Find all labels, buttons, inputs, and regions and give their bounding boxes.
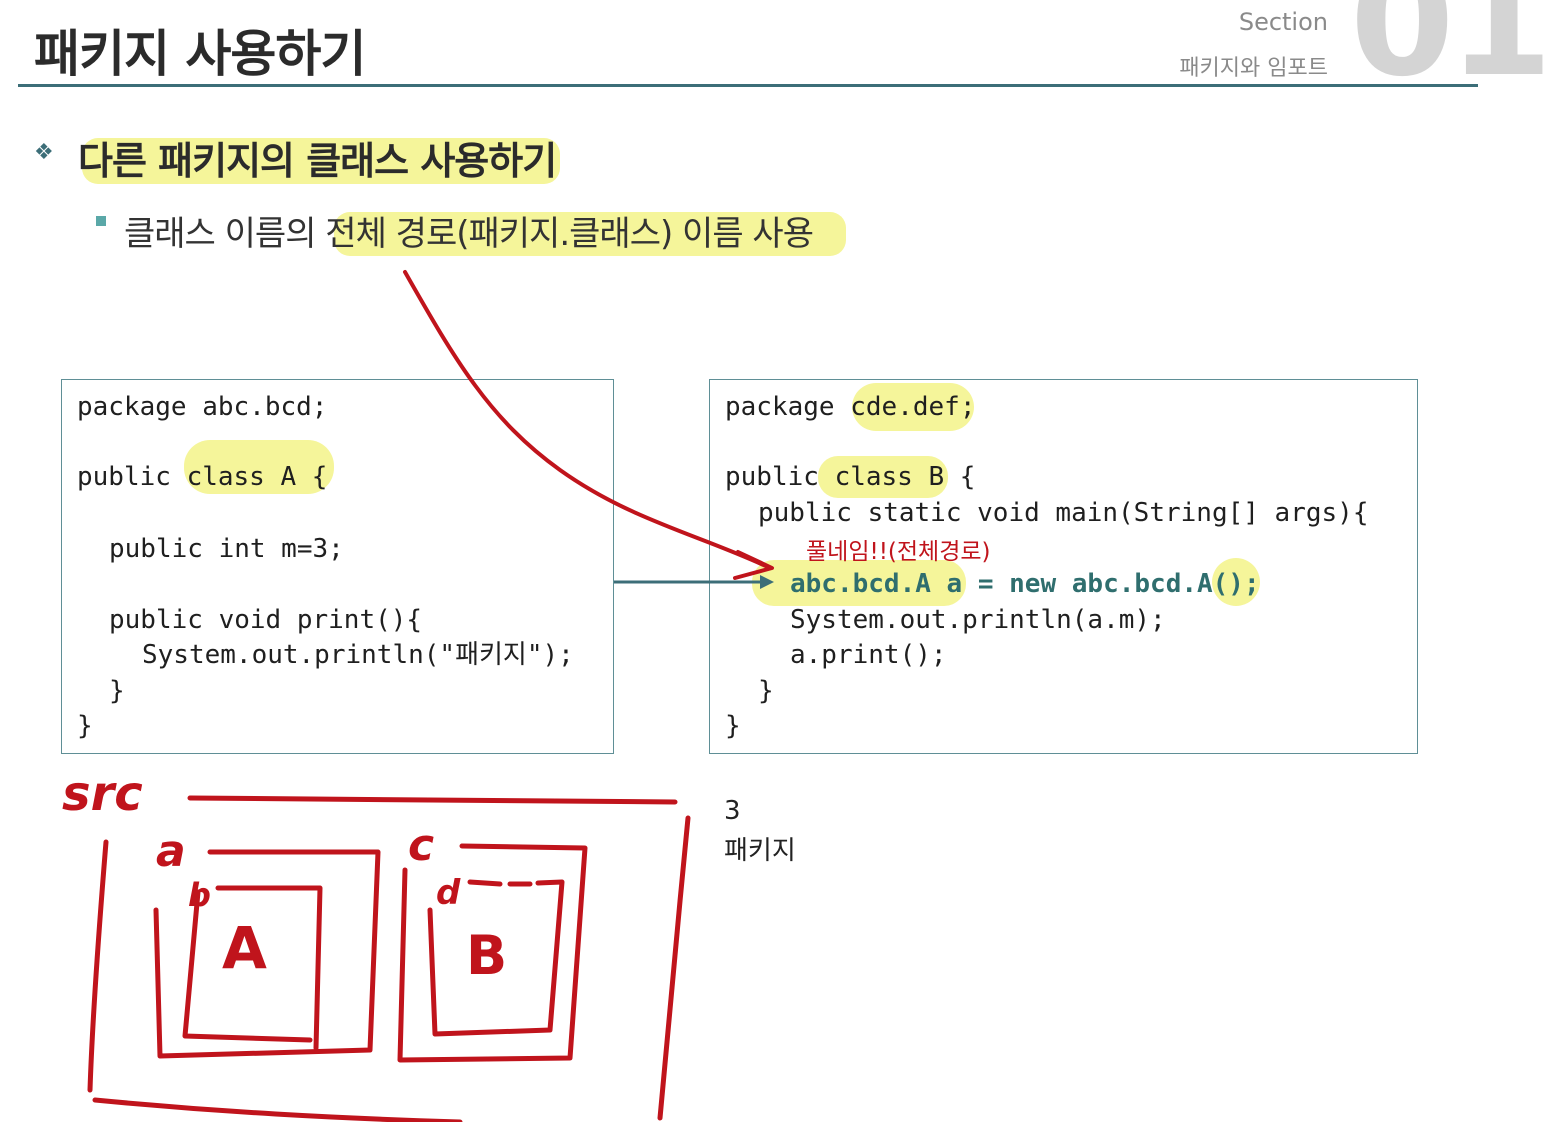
class-b-highlight <box>818 456 948 498</box>
fullname-annotation: 풀네임!!(전체경로) <box>806 539 991 565</box>
sketch-class-a-box <box>182 889 313 1043</box>
sketch-class-b-label: B <box>466 924 507 987</box>
code-line: System.out.println("패키지"); <box>142 640 574 670</box>
sketch-package-a-box <box>153 849 381 1059</box>
sketch-src-top-line <box>187 795 678 805</box>
code-token: = <box>962 569 1010 599</box>
sketch-d-label: d <box>436 873 461 913</box>
code-token: new abc.bcd.A(); <box>1009 569 1260 599</box>
code-line: package abc.bcd; <box>77 392 328 422</box>
header-divider <box>18 84 1478 87</box>
sub-heading: 클래스 이름의 전체 경로(패키지.클래스) 이름 사용 <box>124 206 814 255</box>
output-line: 패키지 <box>724 836 796 866</box>
declaration-highlight <box>752 560 966 606</box>
section-label: Section <box>1238 8 1328 36</box>
folder-sketch <box>87 795 691 1122</box>
code-line: public class B { <box>725 462 976 492</box>
code-token: cde.def <box>850 392 960 422</box>
sub-heading-part-2: 전체 경로(패키지.클래스) 이름 사용 <box>325 214 814 254</box>
package-highlight <box>852 383 974 431</box>
class-a-highlight <box>184 440 334 494</box>
page-title: 패키지 사용하기 <box>34 25 366 83</box>
connector-arrow-head-icon <box>760 575 774 589</box>
main-heading: 다른 패키지의 클래스 사용하기 <box>78 139 557 183</box>
sketch-package-c-box <box>397 843 588 1063</box>
code-token: package <box>725 392 851 422</box>
subheading-highlight <box>334 212 846 256</box>
sketch-src-right-line <box>657 815 691 1121</box>
red-arrow-head-icon <box>733 550 774 580</box>
red-curve-arrow <box>403 270 772 570</box>
sketch-class-b-box <box>427 879 565 1037</box>
heading-highlight <box>82 138 560 184</box>
sub-heading-part-1: 클래스 이름의 <box>124 214 326 254</box>
code-line: public int m=3; <box>109 534 344 564</box>
code-line: package cde.def; <box>725 394 975 420</box>
code-line: } <box>109 676 125 706</box>
section-number: 01 <box>1350 0 1547 110</box>
code-line: } <box>77 711 93 741</box>
section-subtitle: 패키지와 임포트 <box>1179 56 1328 81</box>
sketch-c-label: c <box>408 820 434 871</box>
sketch-class-a-label: A <box>222 914 267 982</box>
code-line: } <box>758 676 774 706</box>
diamond-bullet-icon: ❖ <box>34 140 54 165</box>
code-line: a.print(); <box>790 640 947 670</box>
code-box-class-a <box>61 379 614 754</box>
code-line: public static void main(String[] args){ <box>758 498 1369 528</box>
code-line: public class A { <box>77 462 328 492</box>
sketch-package-b-box <box>215 885 323 1051</box>
code-line: public void print(){ <box>109 605 423 635</box>
sketch-b-label: b <box>188 876 211 914</box>
sketch-package-d-line <box>467 879 503 887</box>
code-line-highlighted: abc.bcd.A a = new abc.bcd.A(); <box>790 571 1260 597</box>
code-token: ; <box>959 392 976 422</box>
sketch-a-label: a <box>156 826 186 877</box>
sketch-src-bottom-line <box>92 1097 463 1122</box>
code-line: } <box>725 711 741 741</box>
sketch-src-left-line <box>87 839 109 1093</box>
output-line: 3 <box>724 796 741 826</box>
code-token: abc.bcd.A a <box>790 569 963 599</box>
square-bullet-icon <box>96 216 106 226</box>
annotation-layer: src a b A c d B <box>62 270 774 1122</box>
sketch-labels: src a b A c d B <box>62 766 507 987</box>
constructor-highlight <box>1212 558 1260 606</box>
sketch-src-label: src <box>62 766 143 822</box>
code-line: System.out.println(a.m); <box>790 605 1166 635</box>
